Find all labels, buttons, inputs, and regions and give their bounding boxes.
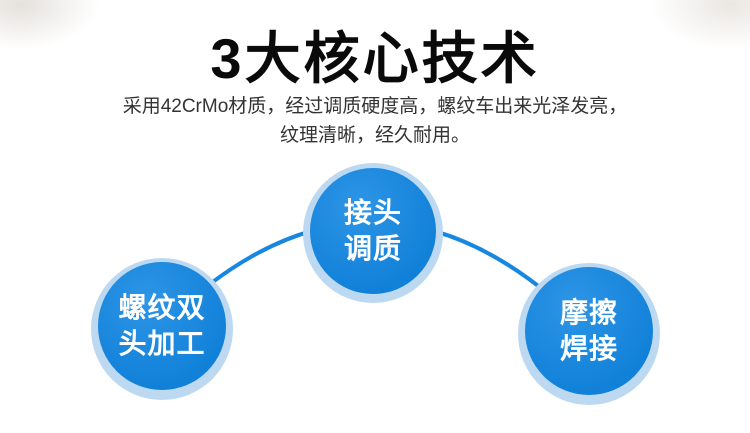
node-label-line: 调质 <box>343 233 402 264</box>
node-label-line: 接头 <box>343 196 402 228</box>
subtitle-line-2: 纹理清晰，经久耐用。 <box>279 125 470 146</box>
node-label-line: 螺纹双 <box>118 291 206 323</box>
node-label-line: 焊接 <box>559 333 618 364</box>
node-circle-thread: 螺纹双 头加工 <box>98 262 226 390</box>
subtitle: 采用42CrMo材质，经过调质硬度高，螺纹车出来光泽发亮， 纹理清晰，经久耐用。 <box>0 92 750 150</box>
node-circle-joint: 接头 调质 <box>310 168 436 294</box>
node-circle-friction: 摩擦 焊接 <box>525 267 653 395</box>
node-label-line: 摩擦 <box>559 296 618 328</box>
node-label-line: 头加工 <box>118 328 206 359</box>
subtitle-line-1: 采用42CrMo材质，经过调质硬度高，螺纹车出来光泽发亮， <box>122 96 628 117</box>
page-title: 3大核心技术 <box>210 27 540 90</box>
